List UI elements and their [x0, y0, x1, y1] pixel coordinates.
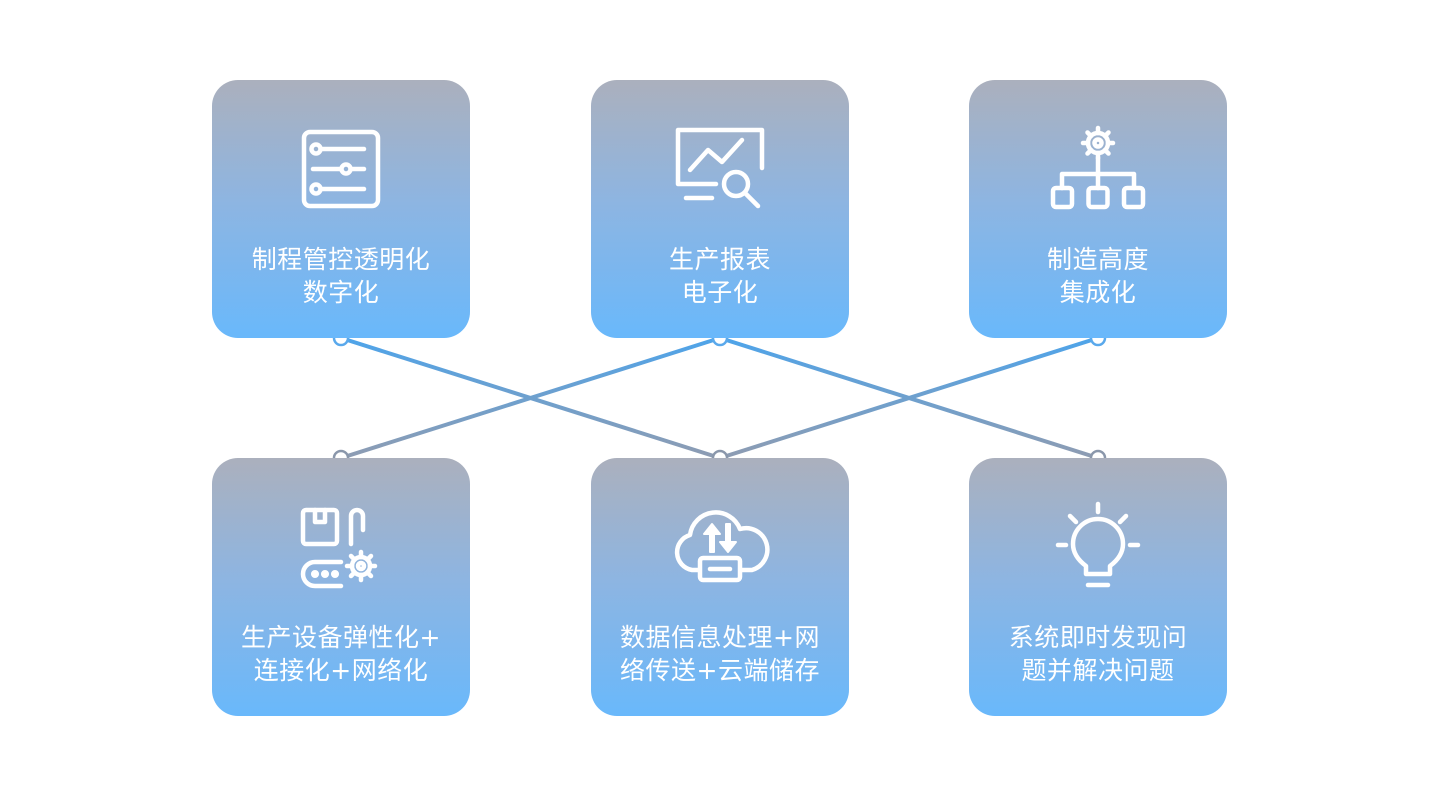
card-label-line-1: 制程管控透明化 [251, 245, 431, 274]
hierarchy-gear-icon [1048, 120, 1148, 220]
lightbulb-icon [1048, 498, 1148, 598]
card-label-line-2: 题并解决问题 [1021, 656, 1175, 685]
card-label-line-1: 制造高度 [1046, 245, 1149, 274]
control-panel-icon [291, 120, 391, 220]
card-label-line-2: 数字化 [302, 278, 380, 307]
card-equipment-connectivity: 生产设备弹性化+ 连接化+网络化 [212, 458, 470, 716]
card-label: 生产报表 电子化 [601, 243, 839, 309]
card-label: 制程管控透明化 数字化 [222, 243, 460, 309]
card-data-cloud: 数据信息处理+网 络传送+云端储存 [591, 458, 849, 716]
card-label-line-2: 络传送+云端储存 [620, 656, 820, 685]
card-label-line-2: 连接化+网络化 [253, 656, 429, 685]
card-label-line-1: 生产报表 [668, 245, 771, 274]
card-label-line-1: 系统即时发现问 [1008, 623, 1188, 652]
card-label-line-1: 生产设备弹性化+ [241, 623, 441, 652]
card-label: 制造高度 集成化 [979, 243, 1217, 309]
connector-card2-card4 [340, 336, 721, 460]
card-label-line-2: 集成化 [1059, 278, 1137, 307]
cloud-transfer-icon [670, 498, 770, 598]
card-problem-solving: 系统即时发现问 题并解决问题 [969, 458, 1227, 716]
card-manufacturing-integration: 制造高度 集成化 [969, 80, 1227, 338]
card-production-report: 生产报表 电子化 [591, 80, 849, 338]
card-label: 系统即时发现问 题并解决问题 [979, 621, 1217, 687]
card-label-line-1: 数据信息处理+网 [620, 623, 820, 652]
connector-card3-card5 [719, 336, 1099, 460]
card-label-line-2: 电子化 [681, 278, 759, 307]
conveyor-equipment-icon [291, 498, 391, 598]
report-analysis-icon [670, 120, 770, 220]
card-label: 生产设备弹性化+ 连接化+网络化 [222, 621, 460, 687]
card-label: 数据信息处理+网 络传送+云端储存 [601, 621, 839, 687]
card-process-control: 制程管控透明化 数字化 [212, 80, 470, 338]
